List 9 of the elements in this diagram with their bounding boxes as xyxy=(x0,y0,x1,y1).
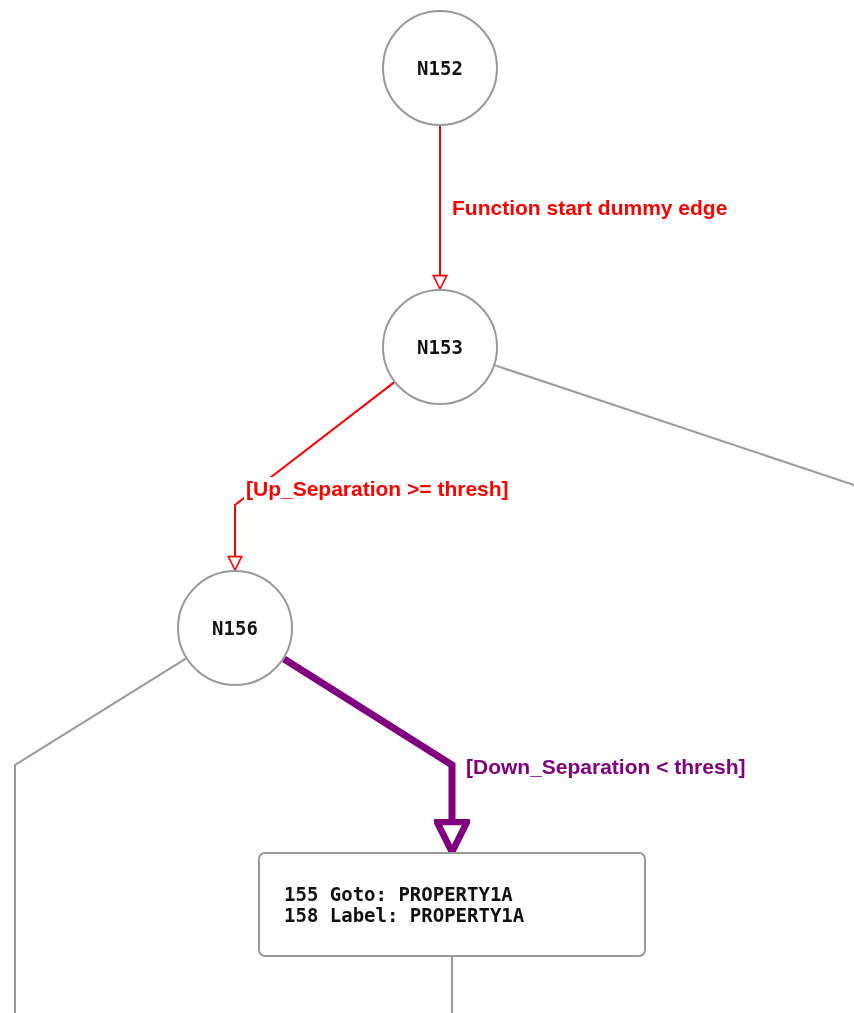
edge-label: [Up_Separation >= thresh] xyxy=(244,477,511,501)
statement-box xyxy=(258,852,646,957)
node-text: N152 xyxy=(417,57,463,79)
arrow xyxy=(227,381,396,571)
node-text: N153 xyxy=(417,336,463,358)
node-text: 158 Label: PROPERTY1A xyxy=(284,904,526,926)
node-text: N156 xyxy=(212,617,258,639)
arrow xyxy=(432,125,448,290)
node-text: 155 Goto: PROPERTY1A xyxy=(284,883,514,905)
